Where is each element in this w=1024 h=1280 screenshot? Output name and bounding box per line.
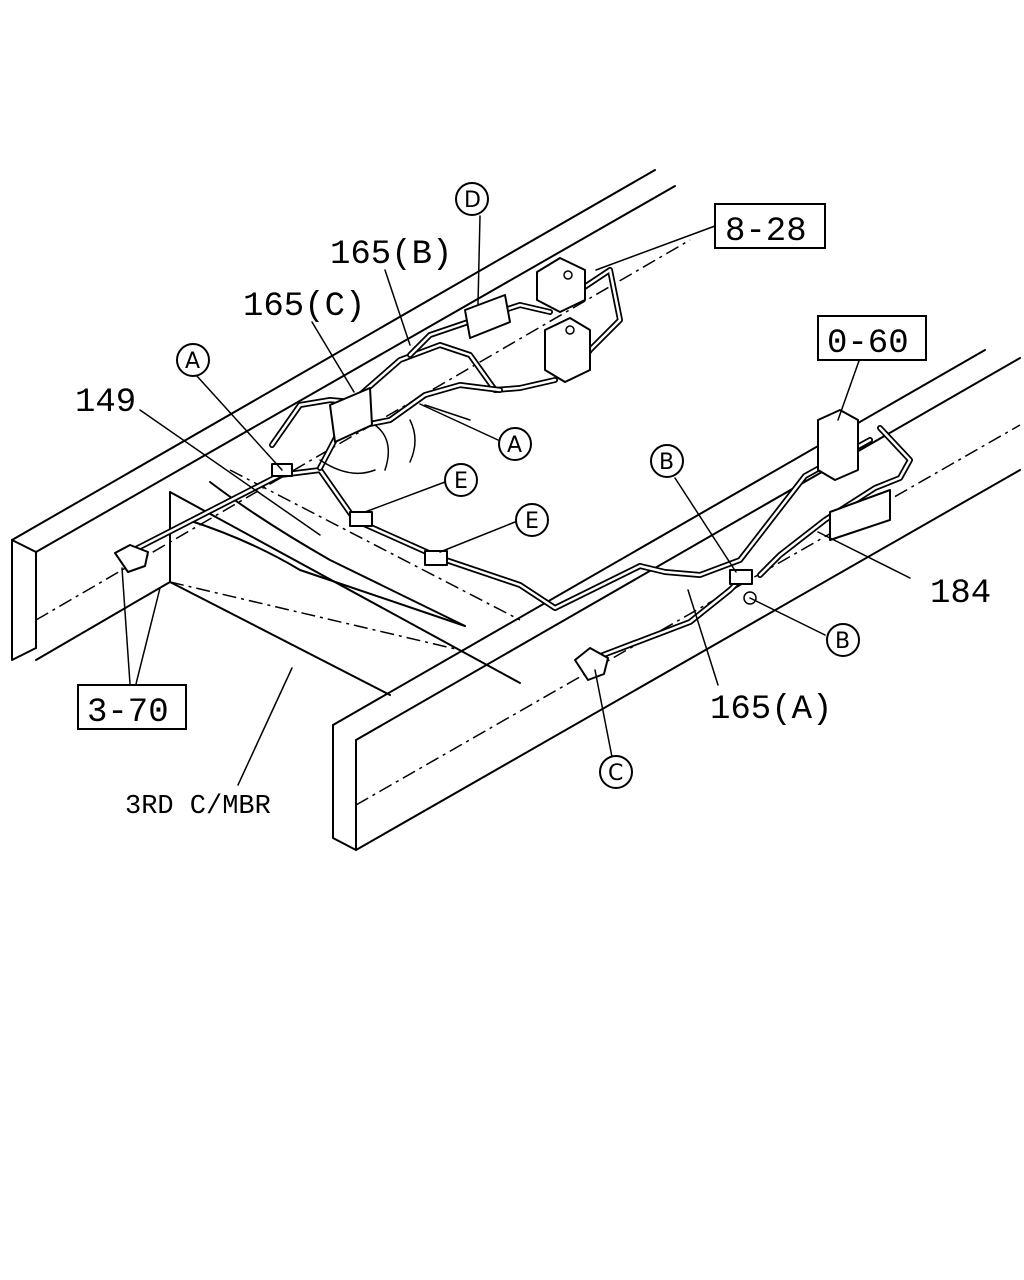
ref-box-0-60-label: 0-60 [827,325,909,363]
part-label-184: 184 [930,575,991,613]
callout-e-upper-label: E [454,469,468,494]
callout-d-label: D [464,188,481,213]
ref-box-8-28-label: 8-28 [725,213,807,251]
ref-box-3-70-label: 3-70 [87,694,169,732]
ref-box-3-70[interactable]: 3-70 [77,684,187,732]
callout-d: D [455,182,489,216]
pipe-runs [127,267,913,663]
callout-b-upper-label: B [659,450,674,475]
leader-lines [121,215,911,786]
callout-b-lower: B [826,623,860,657]
components [114,257,891,681]
ref-box-8-28[interactable]: 8-28 [714,203,826,251]
callout-c: C [599,755,633,789]
part-label-165c: 165(C) [243,288,365,326]
callout-a-upper-label: A [185,349,200,374]
part-label-165b: 165(B) [330,236,452,274]
callout-b-lower-label: B [835,629,850,654]
callout-e-upper: E [444,463,478,497]
third-crossmember [169,469,521,696]
callout-a-upper: A [176,343,210,377]
crossmember-note: 3RD C/MBR [125,792,271,822]
callout-a-lower-label: A [507,433,522,458]
callout-a-lower: A [498,427,532,461]
callout-c-label: C [608,761,623,786]
ref-box-0-60[interactable]: 0-60 [817,315,927,363]
part-label-165a: 165(A) [710,691,832,729]
part-label-149: 149 [75,384,136,422]
callout-e-lower-label: E [525,509,539,534]
callout-e-lower: E [515,503,549,537]
callout-b-upper: B [650,444,684,478]
